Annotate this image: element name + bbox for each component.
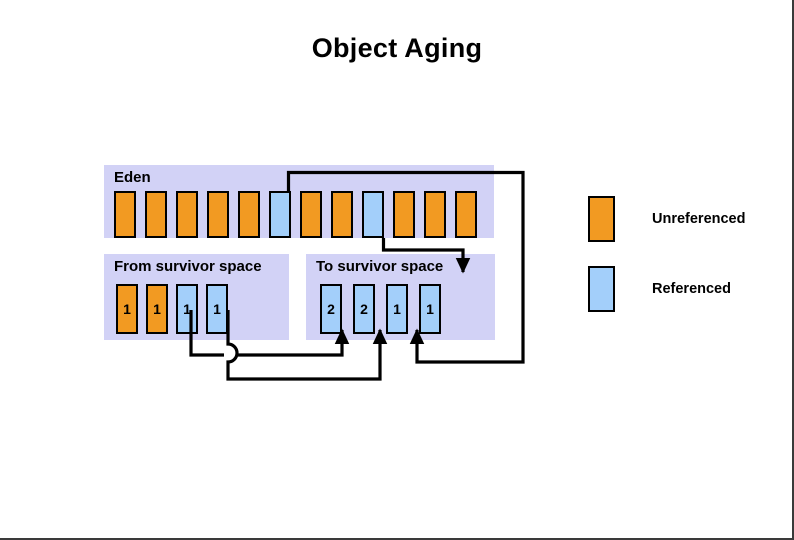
eden-block-1 <box>114 191 136 238</box>
region-eden-label: Eden <box>114 169 151 186</box>
eden-block-8 <box>331 191 353 238</box>
eden-block-4 <box>207 191 229 238</box>
from-survivor-block-4: 1 <box>206 284 228 334</box>
legend-label-unreferenced: Unreferenced <box>652 211 746 227</box>
eden-block-11 <box>424 191 446 238</box>
eden-block-list <box>114 191 477 238</box>
to-survivor-block-3: 1 <box>386 284 408 334</box>
to-survivor-block-4: 1 <box>419 284 441 334</box>
eden-block-6 <box>269 191 291 238</box>
eden-block-9 <box>362 191 384 238</box>
legend-swatch-referenced <box>588 266 615 312</box>
region-to-survivor-space-label: To survivor space <box>316 258 444 275</box>
from-survivor-block-1: 1 <box>116 284 138 334</box>
legend-swatch-unreferenced <box>588 196 615 242</box>
to-survivor-block-1: 2 <box>320 284 342 334</box>
eden-block-2 <box>145 191 167 238</box>
legend-item-unreferenced: Unreferenced <box>588 196 788 242</box>
legend-label-referenced: Referenced <box>652 281 731 297</box>
page-title: Object Aging <box>311 33 483 63</box>
eden-block-12 <box>455 191 477 238</box>
eden-block-10 <box>393 191 415 238</box>
to-survivor-block-2: 2 <box>353 284 375 334</box>
eden-block-3 <box>176 191 198 238</box>
from-survivor-block-2: 1 <box>146 284 168 334</box>
eden-block-5 <box>238 191 260 238</box>
legend-item-referenced: Referenced <box>588 266 788 312</box>
from-survivor-block-3: 1 <box>176 284 198 334</box>
eden-block-7 <box>300 191 322 238</box>
region-from-survivor-space-label: From survivor space <box>114 258 262 275</box>
region-eden: Eden <box>104 165 494 238</box>
